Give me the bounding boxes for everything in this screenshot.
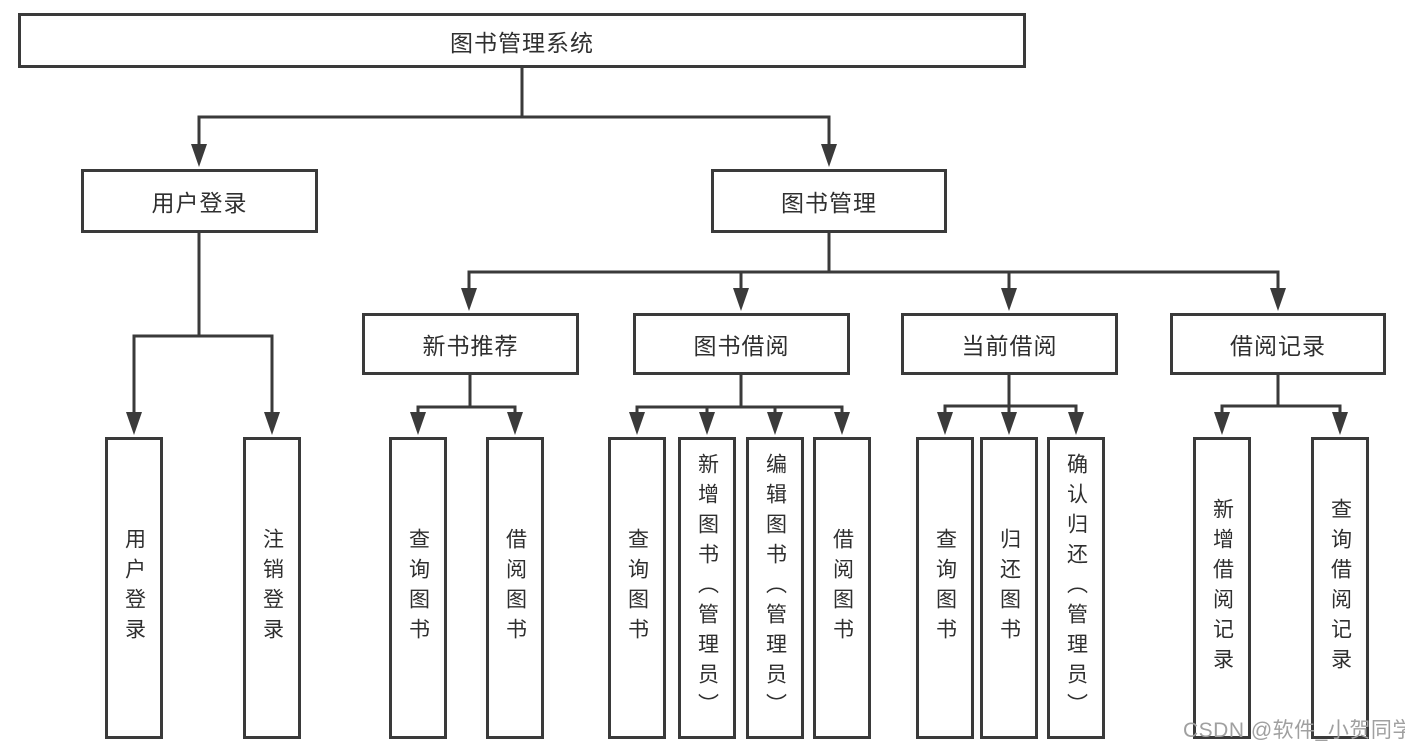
node-user-login-label: 用户登录 xyxy=(151,190,248,216)
node-library-system-label: 图书管理系统 xyxy=(450,29,594,56)
leaf-query-books-current-label: 查询图书 xyxy=(933,528,957,648)
leaf-query-books-borrowing-label: 查询图书 xyxy=(625,528,649,648)
node-user-login: 用户登录 xyxy=(81,169,318,233)
leaf-add-books-admin: 新增图书（管理员） xyxy=(678,437,736,739)
node-current-borrowing: 当前借阅 xyxy=(901,313,1118,375)
connector-userlogin-to-leaves xyxy=(132,231,274,416)
leaf-query-books-current: 查询图书 xyxy=(916,437,974,739)
leaf-user-login: 用户登录 xyxy=(105,437,163,739)
arrowheads xyxy=(126,144,1348,435)
leaf-query-books-recommend: 查询图书 xyxy=(389,437,447,739)
node-new-book-recommend: 新书推荐 xyxy=(362,313,579,375)
leaf-query-books-borrowing: 查询图书 xyxy=(608,437,666,739)
leaf-edit-books-admin: 编辑图书（管理员） xyxy=(746,437,804,739)
leaf-add-books-admin-label: 新增图书（管理员） xyxy=(695,453,719,723)
leaf-return-books-label: 归还图书 xyxy=(997,528,1021,648)
leaf-add-borrow-record: 新增借阅记录 xyxy=(1193,437,1251,739)
node-library-system: 图书管理系统 xyxy=(18,13,1026,68)
leaf-borrow-books: 借阅图书 xyxy=(813,437,871,739)
connector-records-to-leaves xyxy=(1220,373,1342,416)
leaf-return-books: 归还图书 xyxy=(980,437,1038,739)
leaf-query-borrow-record-label: 查询借阅记录 xyxy=(1328,498,1352,678)
connector-newbook-to-leaves xyxy=(416,373,517,416)
leaf-confirm-return-admin: 确认归还（管理员） xyxy=(1047,437,1105,739)
leaf-confirm-return-admin-label: 确认归还（管理员） xyxy=(1064,453,1088,723)
connector-root-to-level2 xyxy=(197,66,831,148)
node-borrow-records-label: 借阅记录 xyxy=(1230,333,1326,359)
leaf-borrow-books-label: 借阅图书 xyxy=(830,528,854,648)
node-borrow-records: 借阅记录 xyxy=(1170,313,1386,375)
leaf-borrow-books-recommend: 借阅图书 xyxy=(486,437,544,739)
node-new-book-recommend-label: 新书推荐 xyxy=(422,333,519,359)
node-current-borrowing-label: 当前借阅 xyxy=(961,333,1058,359)
connector-current-to-leaves xyxy=(943,373,1078,416)
leaf-query-books-recommend-label: 查询图书 xyxy=(406,528,430,648)
leaf-logout-label: 注销登录 xyxy=(260,528,284,648)
watermark: CSDN @软件_小贺同学 xyxy=(1183,719,1405,742)
leaf-edit-books-admin-label: 编辑图书（管理员） xyxy=(763,453,787,723)
node-book-management-label: 图书管理 xyxy=(781,190,877,216)
connector-bookmgmt-to-level3 xyxy=(467,231,1280,292)
leaf-add-borrow-record-label: 新增借阅记录 xyxy=(1210,498,1234,678)
connector-borrowing-to-leaves xyxy=(635,373,844,416)
node-book-borrowing: 图书借阅 xyxy=(633,313,850,375)
leaf-query-borrow-record: 查询借阅记录 xyxy=(1311,437,1369,739)
leaf-logout: 注销登录 xyxy=(243,437,301,739)
node-book-borrowing-label: 图书借阅 xyxy=(693,333,790,359)
leaf-borrow-books-recommend-label: 借阅图书 xyxy=(503,528,527,648)
node-book-management: 图书管理 xyxy=(711,169,947,233)
leaf-user-login-label: 用户登录 xyxy=(122,528,146,648)
